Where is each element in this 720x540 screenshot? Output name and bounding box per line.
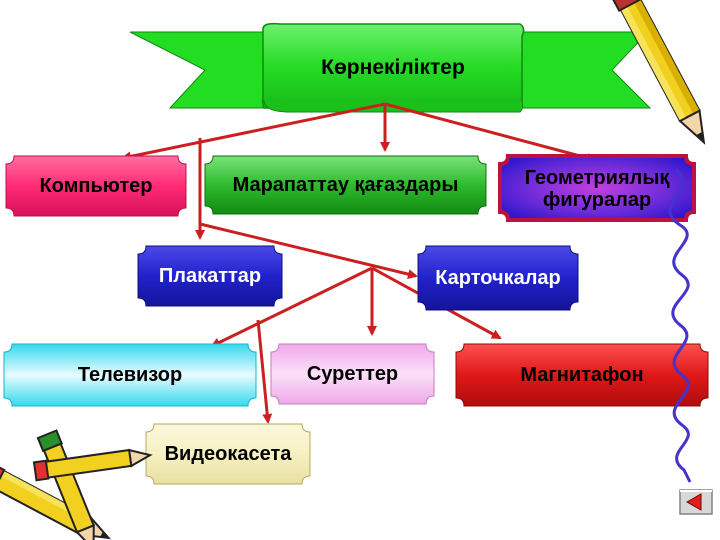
banner-center <box>263 24 524 110</box>
title-banner <box>130 24 650 112</box>
node-posters-shape <box>138 246 282 306</box>
node-tape-shape <box>456 344 708 406</box>
arrow-to-videotape <box>258 320 268 422</box>
node-geometric-shape <box>500 156 694 220</box>
pencil-icon <box>613 0 716 148</box>
arrow-to-computer <box>123 104 385 158</box>
node-videotape-shape <box>146 424 310 484</box>
node-computer-shape <box>6 156 186 216</box>
node-awards-shape <box>205 156 486 214</box>
back-arrow-icon[interactable] <box>679 489 713 515</box>
node-pictures-shape <box>271 344 434 404</box>
node-cards-shape <box>418 246 578 310</box>
node-tv-shape <box>4 344 256 406</box>
pencils-icon <box>0 430 151 540</box>
